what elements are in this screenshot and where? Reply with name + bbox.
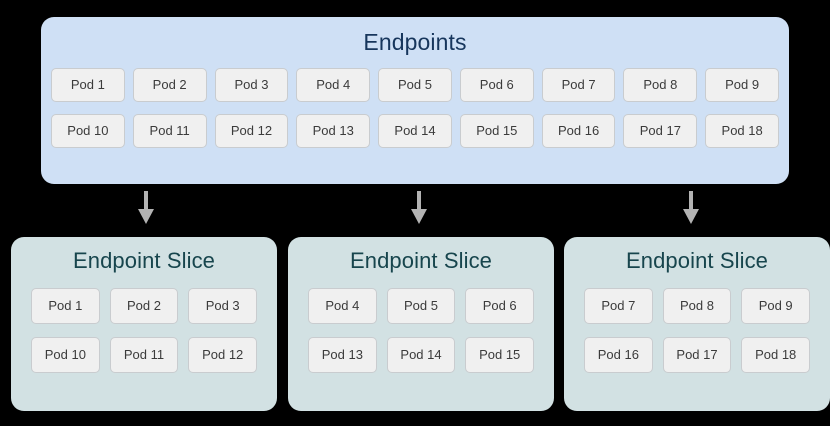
pod-box: Pod 2 <box>132 68 207 102</box>
pod-box: Pod 8 <box>662 288 732 324</box>
pod-box: Pod 14 <box>386 337 456 373</box>
pod-box: Pod 3 <box>214 68 289 102</box>
endpoint-slice-pod-row: Pod 13 Pod 14 Pod 15 <box>308 337 535 373</box>
endpoint-slice-container-1: Endpoint Slice Pod 1 Pod 2 Pod 3 Pod 10 … <box>11 237 277 411</box>
pod-box: Pod 15 <box>459 114 534 148</box>
endpoint-slice-pod-row: Pod 10 Pod 11 Pod 12 <box>31 337 258 373</box>
endpoints-pod-row: Pod 1 Pod 2 Pod 3 Pod 4 Pod 5 Pod 6 Pod … <box>51 68 780 102</box>
pod-box: Pod 13 <box>308 337 377 373</box>
pod-box: Pod 4 <box>308 288 377 324</box>
pod-box: Pod 6 <box>465 288 535 324</box>
pod-box: Pod 4 <box>296 68 371 102</box>
endpoints-pod-grid: Pod 1 Pod 2 Pod 3 Pod 4 Pod 5 Pod 6 Pod … <box>41 61 789 148</box>
pod-box: Pod 7 <box>584 288 653 324</box>
pod-box: Pod 14 <box>378 114 452 148</box>
pod-box: Pod 1 <box>51 68 125 102</box>
endpoints-title: Endpoints <box>363 29 467 55</box>
endpoint-slice-pod-grid: Pod 1 Pod 2 Pod 3 Pod 10 Pod 11 Pod 12 <box>11 281 277 373</box>
arrow-down-icon <box>134 191 158 225</box>
pod-box: Pod 6 <box>459 68 534 102</box>
endpoints-container: Endpoints Pod 1 Pod 2 Pod 3 Pod 4 Pod 5 … <box>41 17 789 184</box>
pod-box: Pod 15 <box>465 337 535 373</box>
pod-box: Pod 18 <box>705 114 780 148</box>
endpoint-slice-pod-row: Pod 16 Pod 17 Pod 18 <box>584 337 811 373</box>
endpoint-slice-title: Endpoint Slice <box>625 248 769 273</box>
pod-box: Pod 13 <box>296 114 371 148</box>
pod-box: Pod 10 <box>31 337 100 373</box>
endpoint-slice-container-2: Endpoint Slice Pod 4 Pod 5 Pod 6 Pod 13 … <box>288 237 554 411</box>
pod-box: Pod 17 <box>662 337 732 373</box>
endpoint-slice-pod-grid: Pod 7 Pod 8 Pod 9 Pod 16 Pod 17 Pod 18 <box>564 281 830 373</box>
pod-box: Pod 8 <box>623 68 698 102</box>
pod-box: Pod 12 <box>214 114 289 148</box>
pod-box: Pod 17 <box>623 114 698 148</box>
pod-box: Pod 9 <box>705 68 780 102</box>
pod-box: Pod 3 <box>188 288 258 324</box>
pod-box: Pod 9 <box>741 288 811 324</box>
endpoint-slice-title: Endpoint Slice <box>349 248 493 273</box>
endpoint-slice-pod-row: Pod 4 Pod 5 Pod 6 <box>308 288 535 324</box>
endpoint-slice-title: Endpoint Slice <box>72 248 216 273</box>
pod-box: Pod 16 <box>584 337 653 373</box>
pod-box: Pod 7 <box>541 68 616 102</box>
pod-box: Pod 18 <box>741 337 811 373</box>
endpoint-slice-pod-row: Pod 7 Pod 8 Pod 9 <box>584 288 811 324</box>
endpoints-pod-row: Pod 10 Pod 11 Pod 12 Pod 13 Pod 14 Pod 1… <box>51 114 780 148</box>
pod-box: Pod 5 <box>378 68 452 102</box>
endpoint-slice-container-3: Endpoint Slice Pod 7 Pod 8 Pod 9 Pod 16 … <box>564 237 830 411</box>
pod-box: Pod 16 <box>541 114 616 148</box>
endpoint-slice-pod-row: Pod 1 Pod 2 Pod 3 <box>31 288 258 324</box>
endpoint-slice-pod-grid: Pod 4 Pod 5 Pod 6 Pod 13 Pod 14 Pod 15 <box>288 281 554 373</box>
pod-box: Pod 11 <box>109 337 179 373</box>
pod-box: Pod 2 <box>109 288 179 324</box>
pod-box: Pod 12 <box>188 337 258 373</box>
pod-box: Pod 10 <box>51 114 125 148</box>
arrow-down-icon <box>679 191 703 225</box>
pod-box: Pod 1 <box>31 288 100 324</box>
pod-box: Pod 5 <box>386 288 456 324</box>
arrow-down-icon <box>407 191 431 225</box>
pod-box: Pod 11 <box>132 114 207 148</box>
